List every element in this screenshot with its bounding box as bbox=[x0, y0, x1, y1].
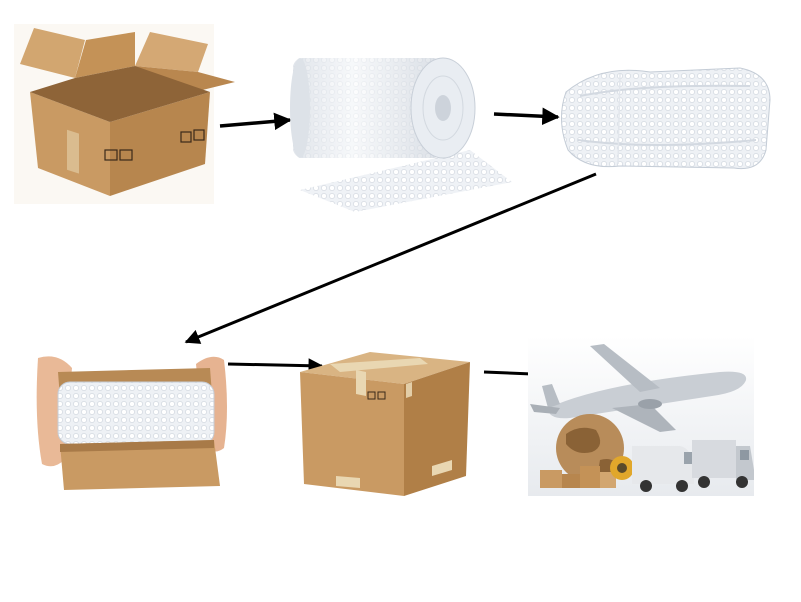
arrow-box-to-roll bbox=[219, 112, 292, 131]
bubble-wrapped-package-icon bbox=[561, 67, 771, 170]
air-and-truck-freight-icon bbox=[528, 336, 754, 496]
arrow-roll-to-wrapped bbox=[493, 107, 560, 126]
sealed-cardboard-box-icon bbox=[300, 352, 470, 496]
arrow-packing-to-sealed bbox=[227, 358, 324, 374]
parcels-icon bbox=[540, 466, 616, 488]
arrow-wrapped-to-packing bbox=[184, 172, 597, 344]
bubble-wrap-roll-icon bbox=[290, 57, 512, 212]
truck-icon bbox=[692, 440, 754, 488]
item-in-box-icon bbox=[36, 350, 228, 504]
open-cardboard-box-icon bbox=[14, 24, 235, 204]
delivery-van-icon bbox=[632, 446, 694, 492]
airplane-icon bbox=[530, 344, 747, 432]
